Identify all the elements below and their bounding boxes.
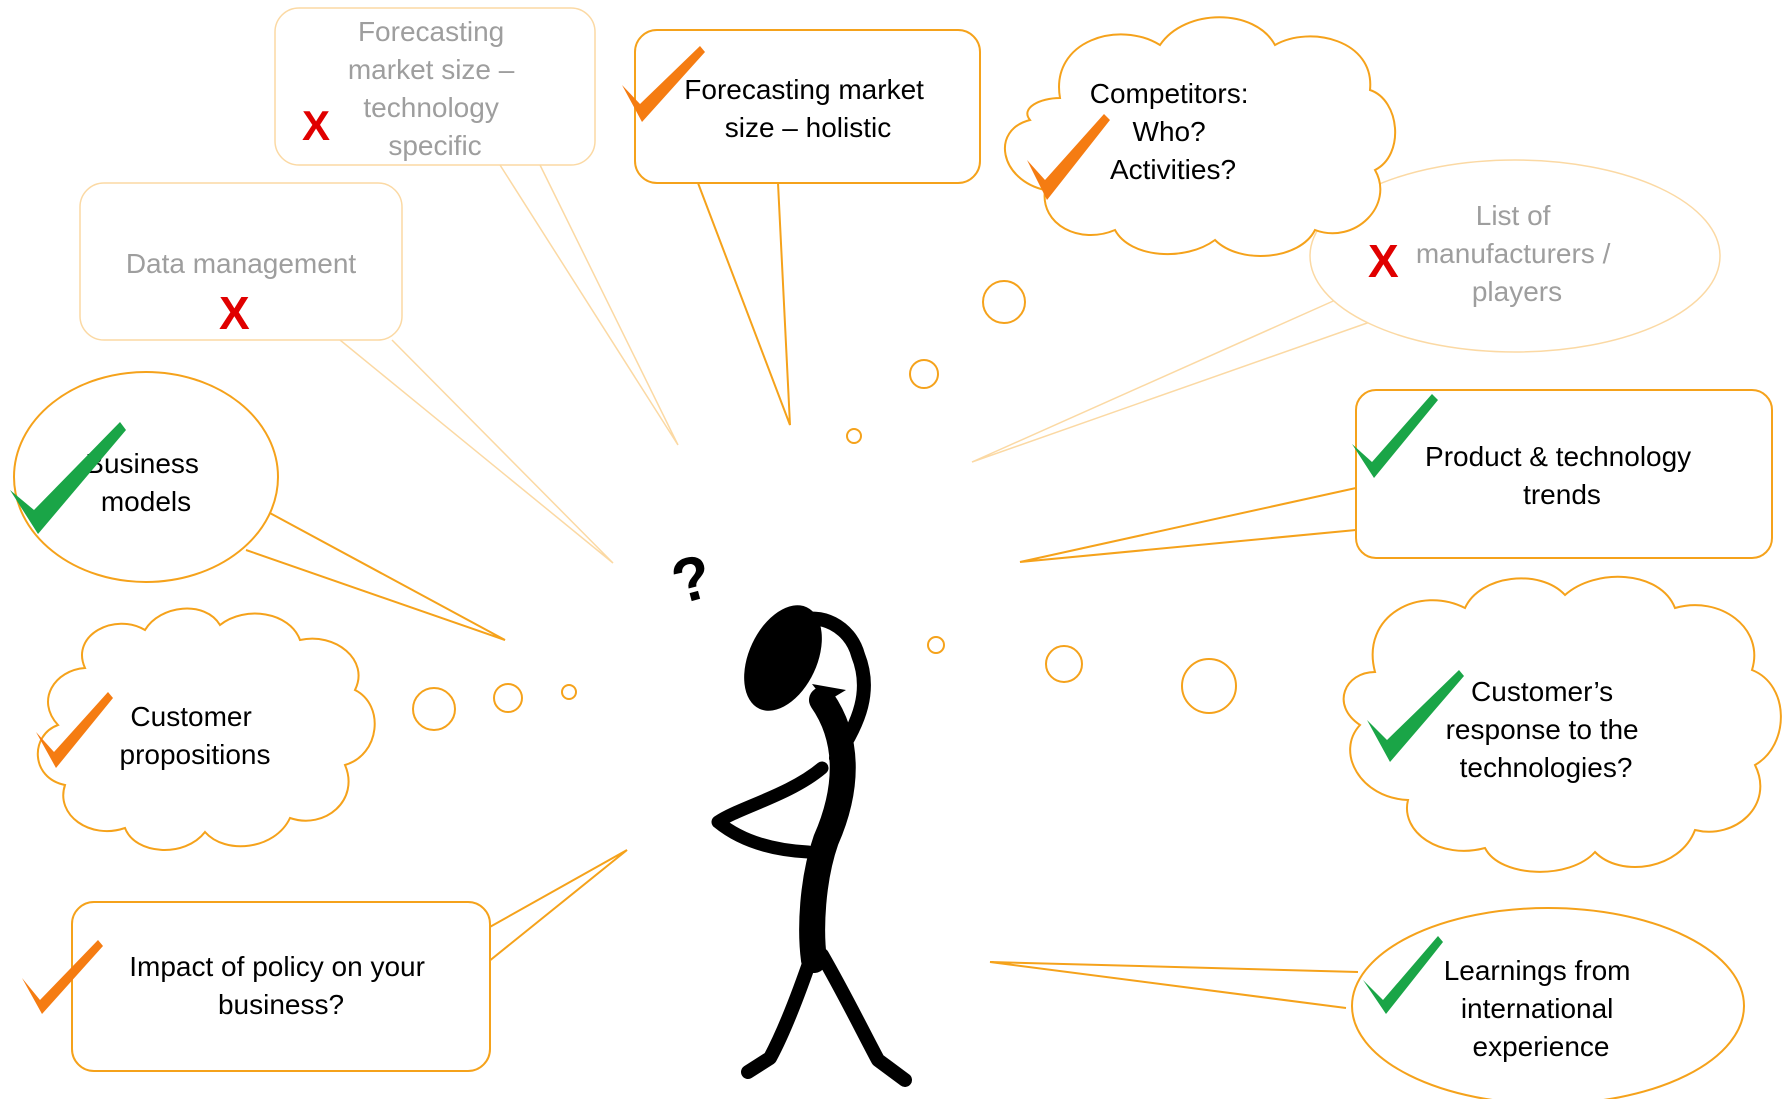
thought-circle xyxy=(982,280,1026,324)
label-line: Forecasting market xyxy=(684,74,924,105)
bubble-business-models xyxy=(13,371,279,583)
label-line: Impact of policy on your xyxy=(129,951,425,982)
figure-leg-right xyxy=(815,948,912,1087)
label-line: international xyxy=(1461,993,1614,1024)
bubble-forecasting-holistic xyxy=(634,29,981,184)
label-competitors: Competitors: Who? Activities? xyxy=(1090,78,1257,185)
label-business-models: Business models xyxy=(85,448,206,517)
label-data-management: Data management xyxy=(126,248,357,279)
pointer-policy-impact xyxy=(487,849,628,963)
label-line: experience xyxy=(1473,1031,1610,1062)
label-line: Product & technology xyxy=(1425,441,1691,472)
check-icon xyxy=(22,940,103,1014)
bubble-customer-response xyxy=(1342,575,1782,873)
label-line: Customer xyxy=(130,701,251,732)
label-line: market size – xyxy=(348,54,515,85)
label-international: Learnings from international experience xyxy=(1444,955,1639,1062)
label-line: Customer’s xyxy=(1471,676,1613,707)
callout-pointers xyxy=(245,164,1371,1009)
thought-circle xyxy=(493,683,523,713)
label-line: size – holistic xyxy=(725,112,892,143)
thought-circle xyxy=(412,687,456,731)
label-line: propositions xyxy=(120,739,271,770)
label-customer-propositions: Customer propositions xyxy=(120,701,271,770)
label-line: technologies? xyxy=(1460,752,1633,783)
label-line: models xyxy=(101,486,191,517)
check-icon xyxy=(1363,936,1443,1014)
pointer-business-models xyxy=(245,511,506,641)
label-line: response to the xyxy=(1446,714,1639,745)
pointer-manufacturers xyxy=(971,297,1371,463)
label-forecasting-tech: Forecasting market size – technology spe… xyxy=(348,16,522,161)
bubble-policy-impact xyxy=(71,901,491,1072)
pointer-forecasting-holistic xyxy=(697,182,791,426)
thought-circle xyxy=(561,684,577,700)
thought-circle xyxy=(1181,658,1237,714)
pointer-international xyxy=(989,961,1359,1009)
thought-circle xyxy=(846,428,862,444)
bubble-forecasting-tech xyxy=(274,7,596,166)
label-line: players xyxy=(1472,276,1562,307)
pointer-forecasting-tech xyxy=(499,164,679,446)
thought-circle xyxy=(1045,645,1083,683)
label-line: Learnings from xyxy=(1444,955,1631,986)
cross-icon: X xyxy=(1368,235,1399,287)
bubble-data-management xyxy=(79,182,403,341)
label-line: manufacturers / xyxy=(1416,238,1611,269)
thinking-person-icon: ? xyxy=(665,542,912,1087)
label-line: technology xyxy=(363,92,498,123)
label-line: business? xyxy=(218,989,344,1020)
pointer-product-trends xyxy=(1019,487,1357,563)
bubble-bodies xyxy=(13,7,1782,1099)
label-customer-response: Customer’s response to the technologies? xyxy=(1446,676,1647,783)
check-icon xyxy=(1027,114,1110,200)
label-line: Forecasting xyxy=(358,16,504,47)
check-icon xyxy=(36,692,113,768)
label-product-trends: Product & technology trends xyxy=(1425,441,1699,510)
cross-icon: X xyxy=(219,287,250,339)
figure-raised-arm xyxy=(793,611,871,765)
check-icon xyxy=(622,46,705,122)
bubble-international xyxy=(1351,907,1745,1099)
label-line: Competitors: xyxy=(1090,78,1249,109)
check-icon xyxy=(1367,670,1464,762)
label-forecasting-holistic: Forecasting market size – holistic xyxy=(684,74,931,143)
figure-hip-arm xyxy=(711,761,829,859)
cross-icon: X xyxy=(302,102,330,149)
check-icon xyxy=(10,422,126,534)
thought-circle xyxy=(909,359,939,389)
pointer-data-management xyxy=(339,339,614,564)
label-line: specific xyxy=(388,130,481,161)
thought-circles xyxy=(412,280,1237,731)
thought-circle xyxy=(927,636,945,654)
figure-head xyxy=(744,605,822,711)
bubble-labels: Forecasting market size – technology spe… xyxy=(85,16,1699,1062)
label-line: Who? xyxy=(1133,116,1206,147)
label-line: Activities? xyxy=(1110,154,1236,185)
bubble-manufacturers xyxy=(1309,159,1721,353)
label-line: Data management xyxy=(126,248,357,279)
label-line: trends xyxy=(1523,479,1601,510)
figure-body xyxy=(799,687,856,973)
status-marks: X X X xyxy=(10,46,1464,1014)
bubble-customer-propositions xyxy=(36,607,376,851)
label-line: List of xyxy=(1476,200,1551,231)
label-policy-impact: Impact of policy on your business? xyxy=(129,951,432,1020)
label-manufacturers: List of manufacturers / players xyxy=(1416,200,1618,307)
figure-leg-left xyxy=(741,948,819,1079)
question-mark: ? xyxy=(665,542,719,618)
check-icon xyxy=(1352,394,1438,478)
bubble-product-trends xyxy=(1355,389,1773,559)
